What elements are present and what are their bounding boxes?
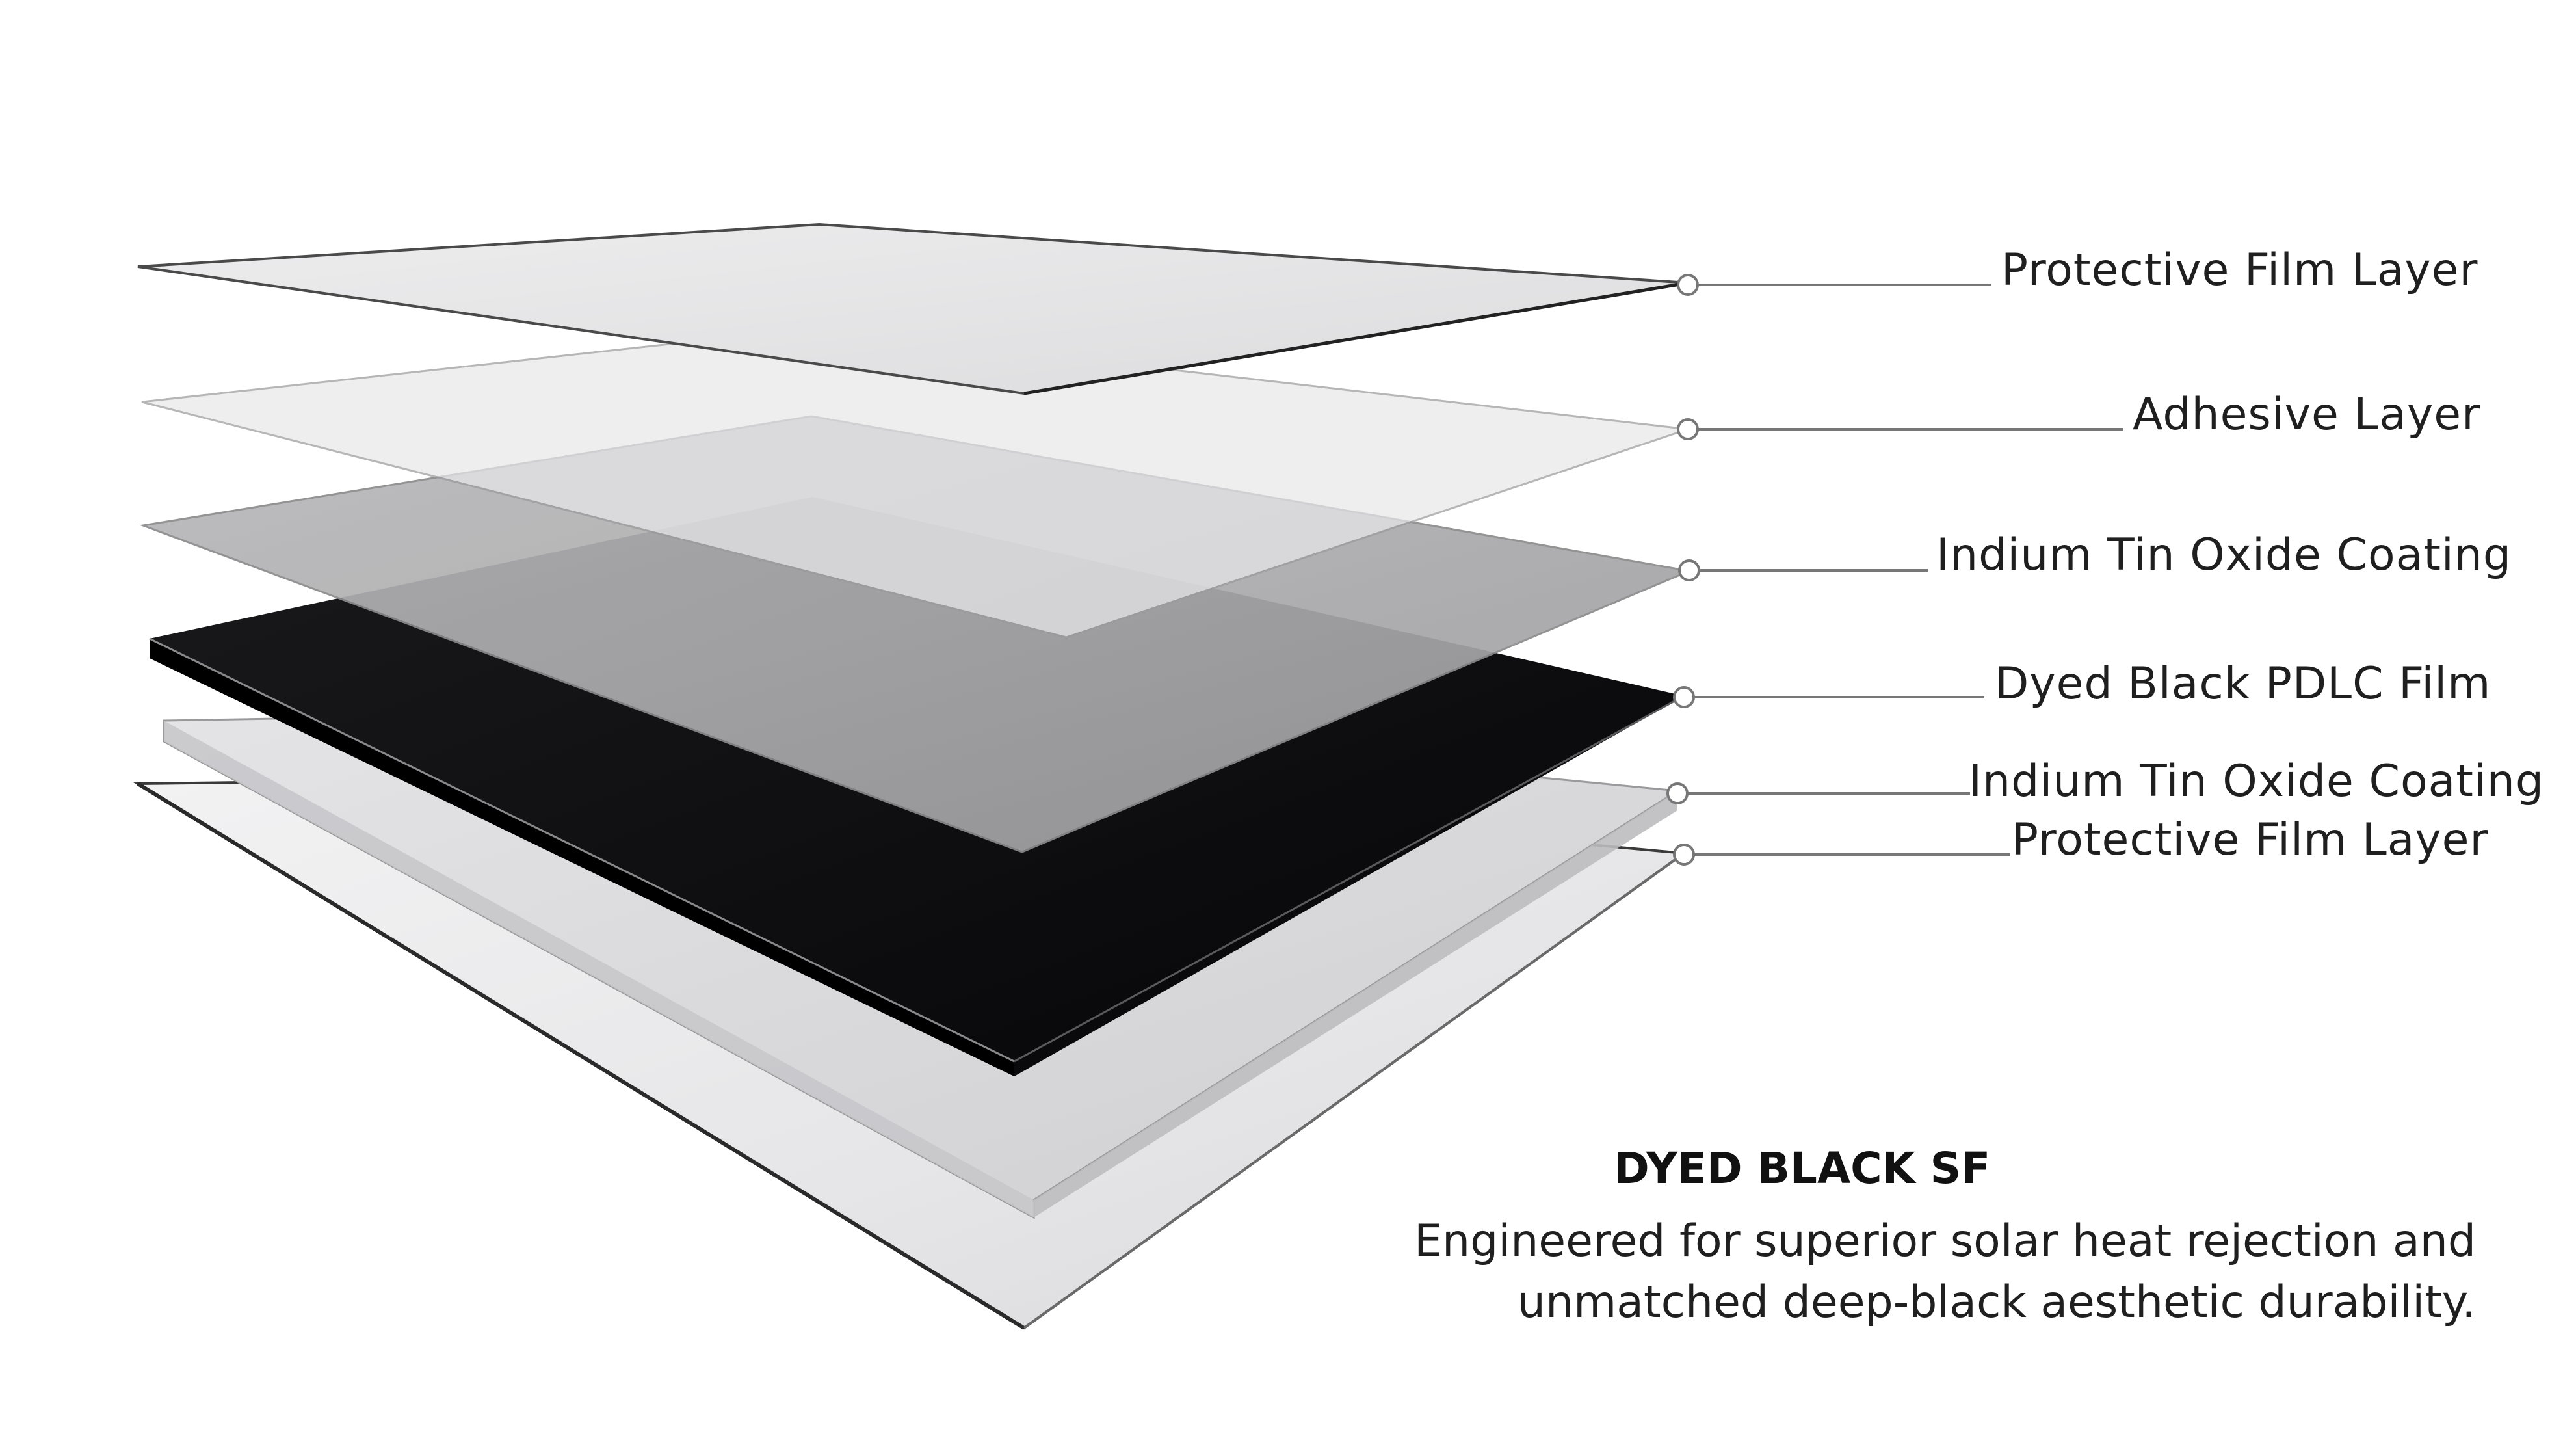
layer-label-6: Protective Film Layer <box>2012 814 2489 866</box>
layer-1-protective-film <box>137 222 1689 395</box>
anchor-circle-1 <box>1677 274 1699 296</box>
anchor-circle-2 <box>1677 418 1699 440</box>
layer-label-4: Dyed Black PDLC Film <box>1995 658 2491 710</box>
layer-label-3: Indium Tin Oxide Coating <box>1936 529 2512 581</box>
layer-label-2: Adhesive Layer <box>2133 389 2481 440</box>
anchor-circle-4 <box>1673 686 1695 708</box>
leader-lines <box>1666 274 2123 866</box>
anchor-circle-6 <box>1673 844 1695 866</box>
layer-label-1: Protective Film Layer <box>2001 245 2478 296</box>
anchor-circle-5 <box>1666 782 1689 804</box>
anchor-circle-3 <box>1678 559 1700 581</box>
product-title: DYED BLACK SF <box>1614 1143 1991 1193</box>
layer-label-5: Indium Tin Oxide Coating <box>1969 756 2545 807</box>
product-description: Engineered for superior solar heat rejec… <box>1414 1216 2476 1328</box>
